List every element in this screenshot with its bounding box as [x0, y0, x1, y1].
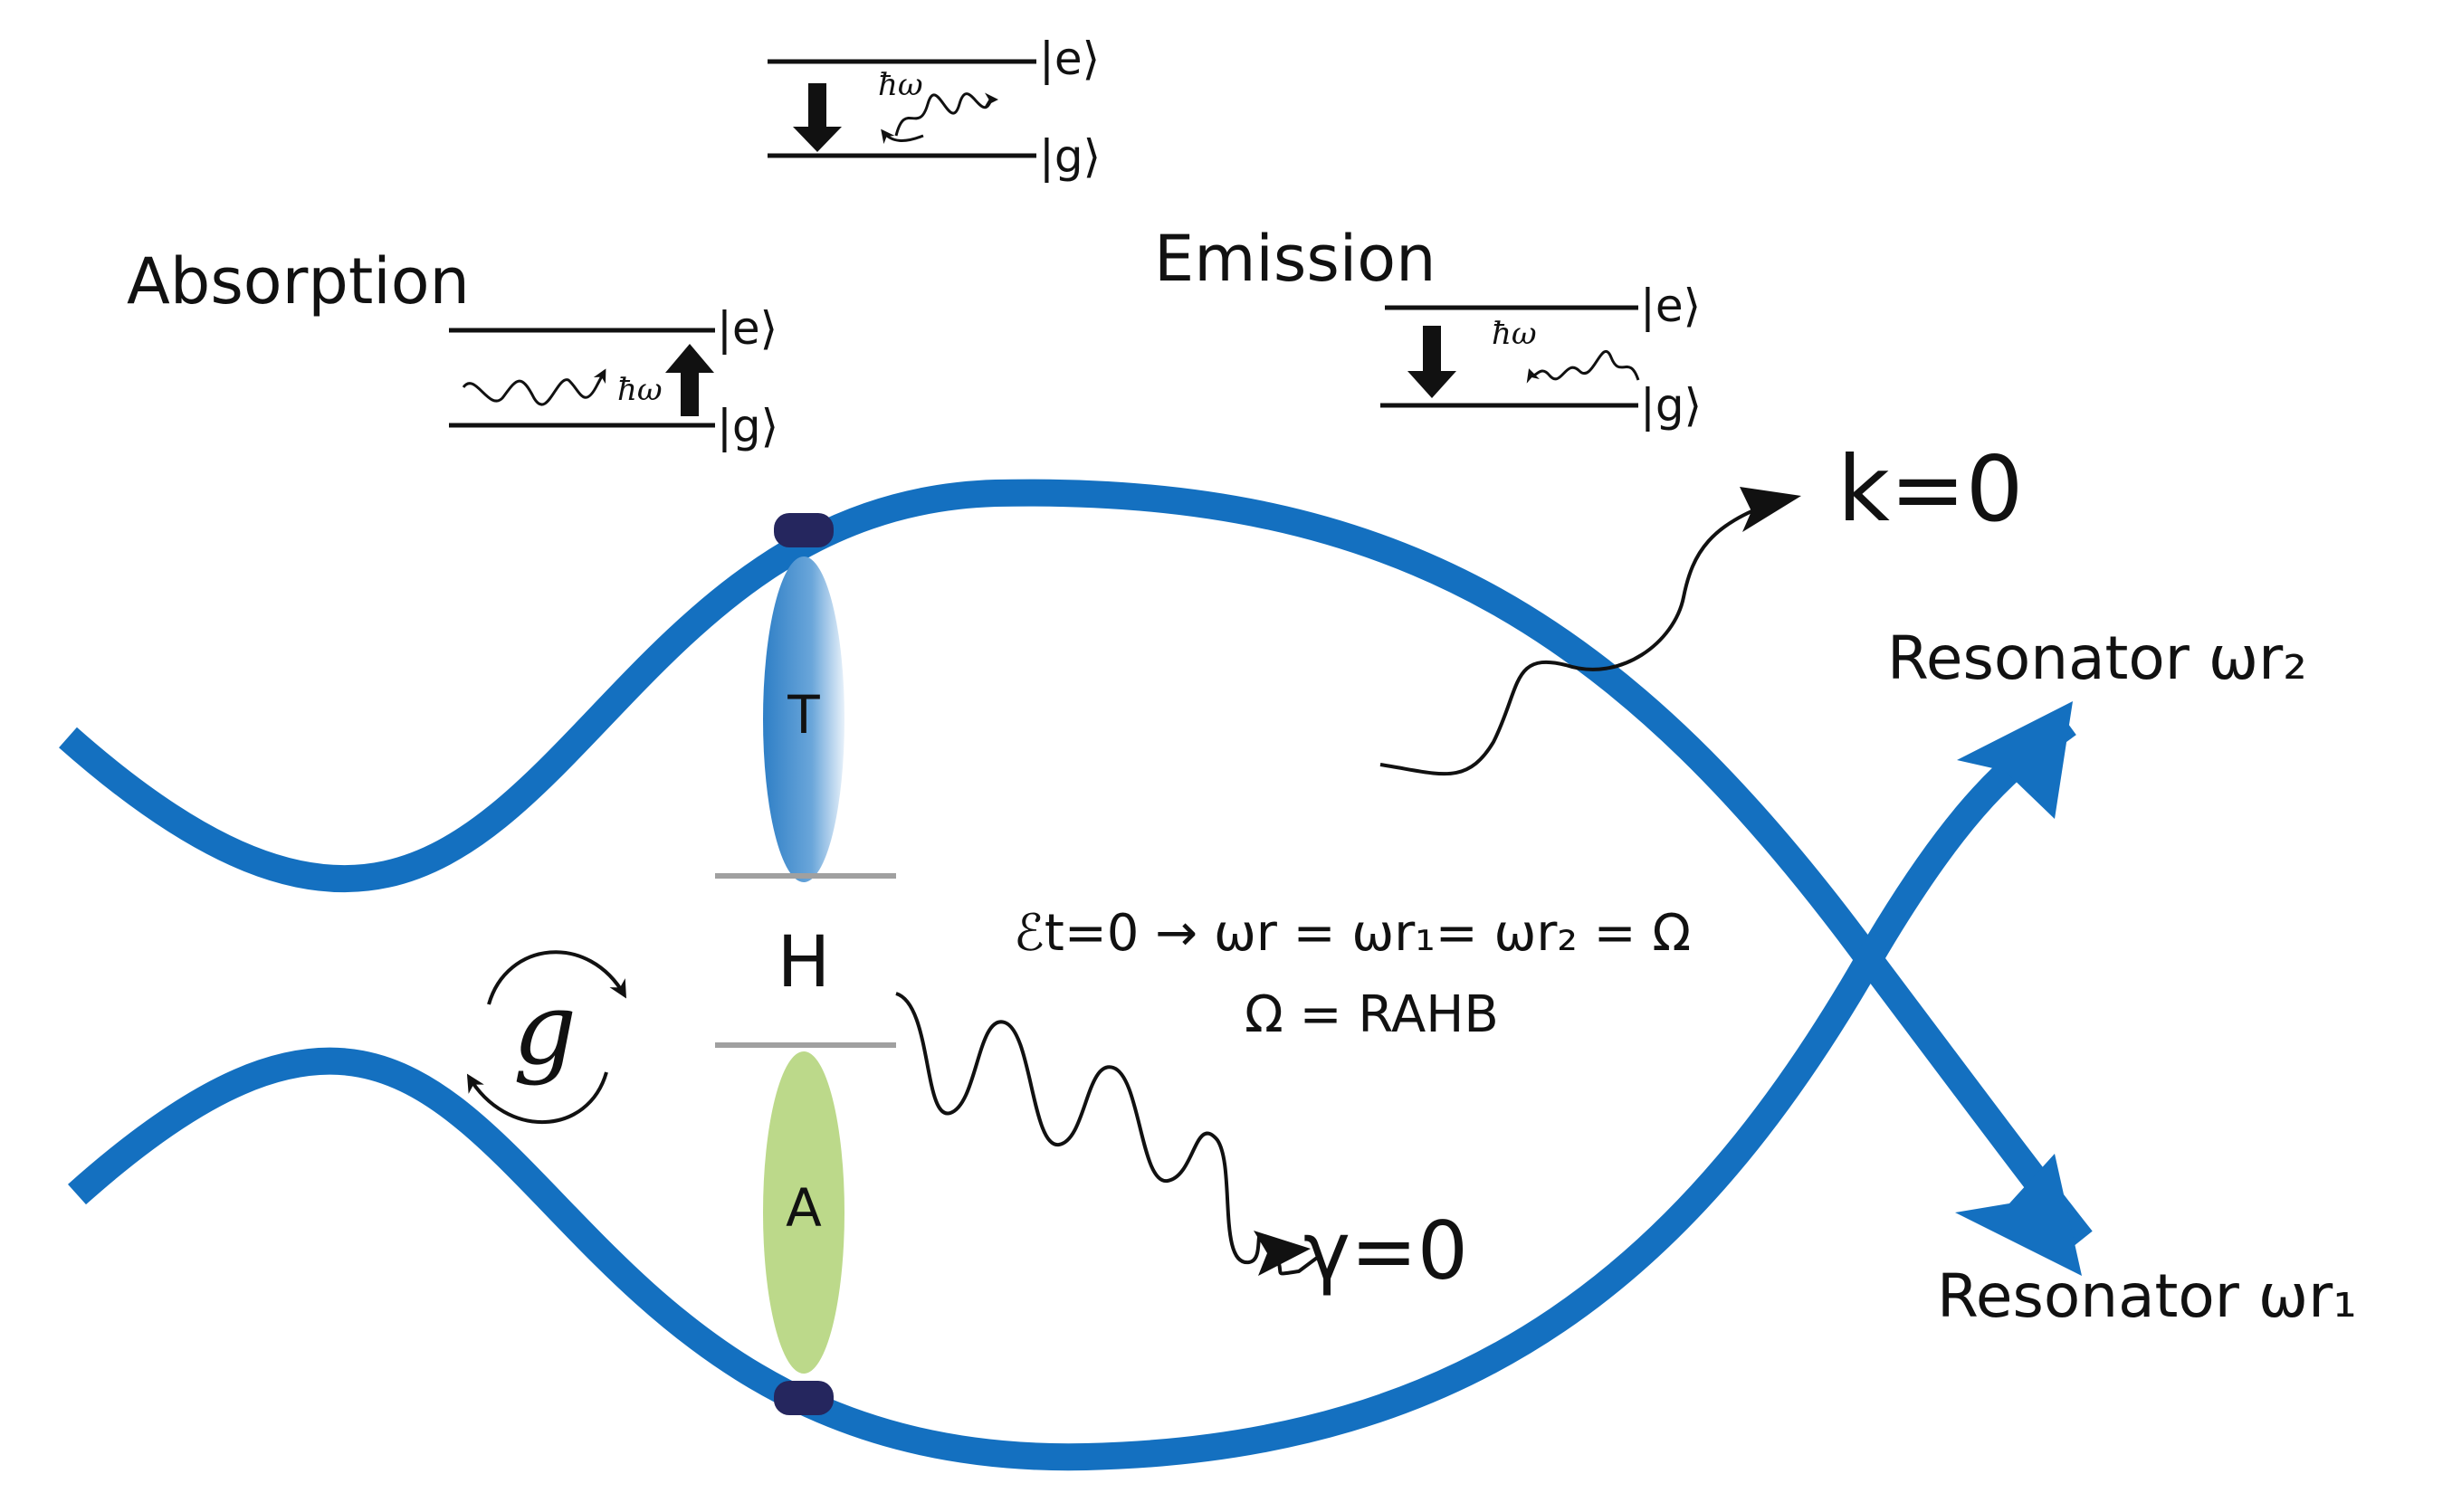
- wavy-photon-icon: [1526, 349, 1640, 384]
- resonator-lower-arc: [68, 712, 2076, 1471]
- resonator-r2-arrowhead: [1957, 701, 2073, 819]
- wavy-photon-icon-gamma: [895, 992, 1319, 1276]
- equation-group: ℰt=0 → ωr = ωr₁= ωr₂ = Ω Ω = RAHB: [1014, 904, 1691, 1044]
- rotation-arrows-icon-lower: [466, 1071, 608, 1124]
- gamma-label: γ=0: [1303, 1204, 1468, 1298]
- k-arrowhead: [1740, 487, 1801, 532]
- photon-label: ħω: [1492, 316, 1537, 352]
- absorption-title: Absorption: [127, 244, 470, 319]
- k-label: k=0: [1837, 436, 2023, 542]
- down-arrow-icon: [1407, 326, 1456, 398]
- up-arrow-icon: [665, 344, 714, 416]
- resonator-upper-arc: [59, 479, 2093, 1249]
- wavy-photon-icon-k: [1379, 500, 1775, 776]
- ground-state-label: |g⟩: [717, 400, 778, 452]
- excited-state-label: |e⟩: [1039, 33, 1100, 85]
- resonator-r1-arrowhead: [1955, 1154, 2082, 1276]
- resonator-curves: [59, 479, 2093, 1471]
- level-diagram-absorption: |e⟩ |g⟩ ħω: [449, 302, 778, 452]
- gamma-group: γ=0: [895, 992, 1468, 1298]
- ground-state-label: |g⟩: [1039, 130, 1101, 183]
- t-label: T: [787, 684, 820, 746]
- emission-title: Emission: [1154, 222, 1436, 296]
- coupling-group: g: [466, 950, 626, 1124]
- excited-state-label: |e⟩: [717, 302, 778, 355]
- equation-line-1: ℰt=0 → ωr = ωr₁= ωr₂ = Ω: [1014, 904, 1691, 963]
- level-diagram-emission: |e⟩ |g⟩ ħω: [1380, 280, 1702, 432]
- wavy-photon-icon: [462, 368, 606, 406]
- ground-state-label: |g⟩: [1640, 379, 1702, 432]
- return-arrow-icon: [881, 128, 924, 145]
- molecule-group: T H A: [715, 513, 896, 1415]
- coupling-label: g: [513, 971, 577, 1087]
- photon-label: ħω: [878, 67, 923, 103]
- resonator-r1-label: Resonator ωr₁: [1937, 1261, 2357, 1331]
- photon-label: ħω: [617, 372, 663, 408]
- top-endcap: [774, 513, 834, 547]
- h-label: H: [778, 922, 831, 1003]
- rotation-arrows-icon: [487, 950, 626, 1005]
- equation-line-2: Ω = RAHB: [1245, 985, 1499, 1044]
- level-diagram-top: |e⟩ |g⟩ ħω: [768, 33, 1101, 183]
- excited-state-label: |e⟩: [1640, 280, 1701, 332]
- k-group: k=0: [1379, 436, 2023, 776]
- a-label: A: [786, 1177, 822, 1239]
- resonator-r2-label: Resonator ωr₂: [1887, 623, 2307, 693]
- bottom-endcap: [774, 1381, 834, 1415]
- down-arrow-icon: [793, 83, 842, 152]
- t-lobe: [763, 556, 844, 882]
- gamma-arrowhead: [1254, 1231, 1311, 1276]
- a-lobe: [763, 1051, 844, 1374]
- wavy-photon-icon: [894, 92, 998, 137]
